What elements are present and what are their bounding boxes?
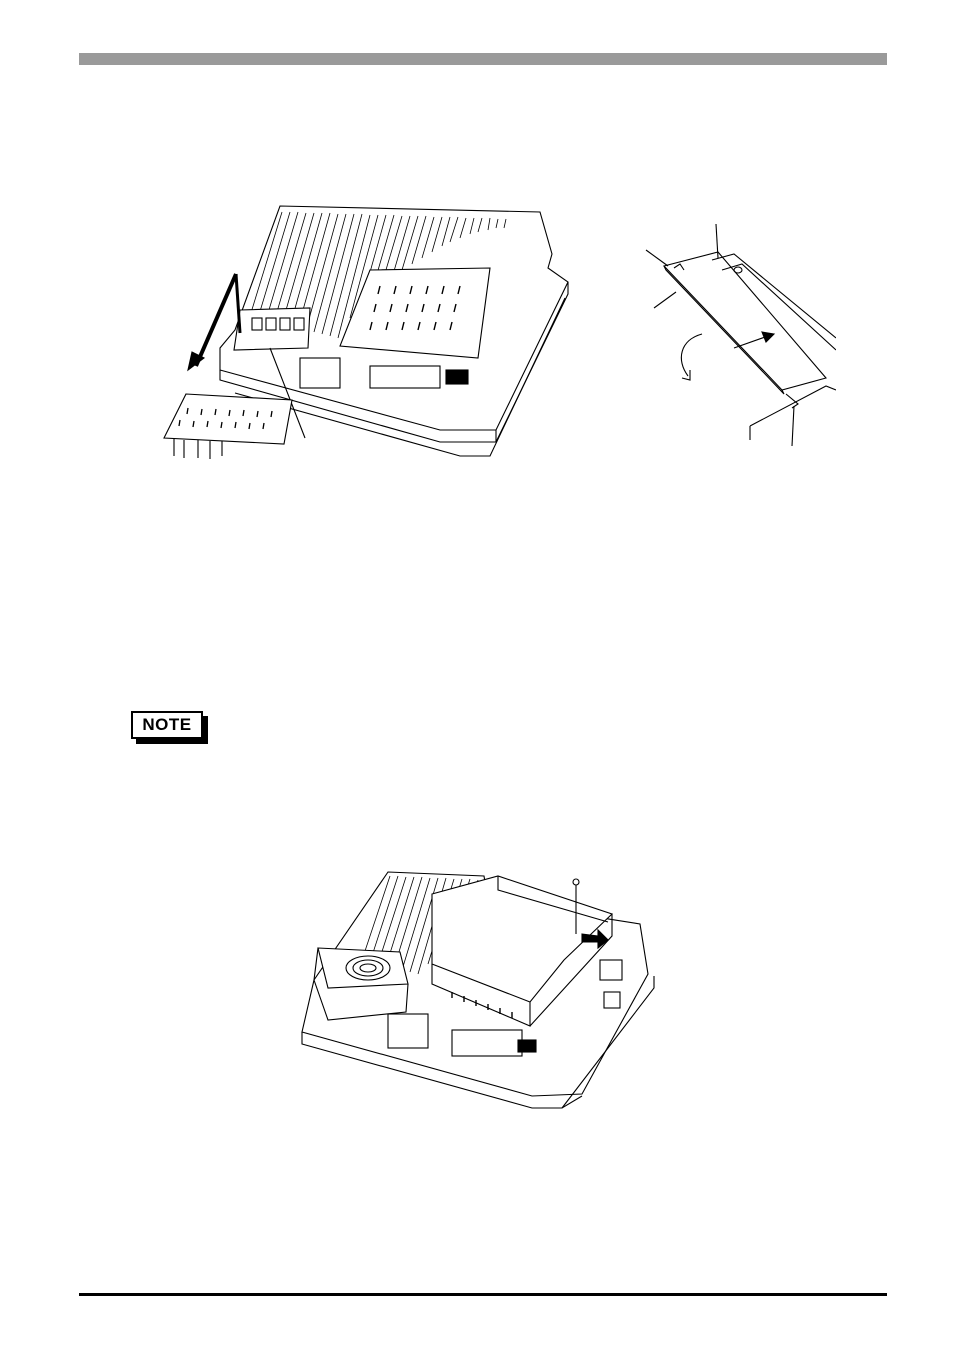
note-badge: NOTE <box>131 711 209 745</box>
memory-card-insertion-detail-illustration <box>636 218 836 448</box>
header-bar <box>79 53 887 65</box>
display-rear-memory-removal-illustration <box>160 198 580 466</box>
display-rear-unit-mounting-illustration <box>292 864 662 1114</box>
footer-rule <box>79 1293 887 1296</box>
note-label: NOTE <box>131 711 203 739</box>
